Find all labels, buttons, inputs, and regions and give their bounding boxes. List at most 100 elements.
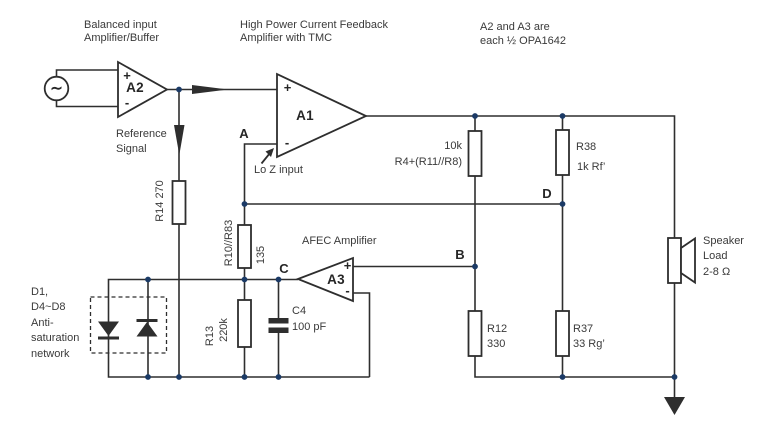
opamp-note-line2: each ½ OPA1642 (480, 34, 567, 47)
junction-dot-a (241, 201, 248, 207)
r12-name: R12 (487, 323, 508, 335)
node-label-c: C (279, 260, 289, 276)
resistor-r13-body (237, 299, 252, 348)
junction-dot (176, 86, 182, 93)
a1-minus-sign: - (284, 134, 290, 150)
junction-dot (559, 374, 566, 380)
a1-plus-sign: + (283, 79, 292, 95)
diode-left-bar (98, 336, 119, 340)
anti-saturation-line2: D4~D8 (31, 301, 66, 314)
resistor-r38-body (555, 129, 570, 176)
anti-saturation-line3: Anti- (31, 316, 54, 329)
r38-value: 1k Rf’ (577, 161, 606, 173)
a1-opamp-triangle (276, 72, 369, 159)
a2-plus-sign: + (123, 67, 131, 83)
anti-saturation-label: D1, D4~D8 Anti- saturation network (31, 285, 79, 362)
wire-source-to-a2 (55, 69, 118, 108)
main-stage-title-line1: High Power Current Feedback (240, 19, 388, 31)
input-stage-title: Balanced input Amplifier/Buffer (84, 19, 159, 44)
r37-value: 33 Rg’ (573, 338, 605, 350)
filled-shapes (98, 85, 685, 415)
a2-minus-sign: - (124, 94, 130, 110)
a3-minus-sign: - (345, 282, 350, 298)
speaker-label-line3: 2-8 Ω (703, 265, 731, 278)
a3-opamp-triangle (295, 256, 354, 303)
ac-source-icon: ∼ (50, 79, 63, 97)
resistor-r14-body (171, 180, 187, 225)
main-stage-title: High Power Current Feedback Amplifier wi… (240, 19, 388, 44)
ground-symbol (664, 397, 685, 415)
junction-dot (671, 374, 678, 380)
a2-opamp-triangle (117, 60, 169, 119)
r4-value: 10k (444, 140, 462, 152)
input-stage-title-line1: Balanced input (84, 19, 157, 31)
speaker-label-line2: Load (703, 250, 728, 263)
c4-plate-top (268, 318, 289, 324)
diode-right-bar (136, 319, 158, 322)
a3-plus-sign: + (343, 257, 352, 273)
lo-z-arrow-line (260, 152, 271, 165)
r38-name: R38 (576, 141, 597, 153)
signal-flow-arrow-down (174, 125, 185, 155)
signal-flow-arrow-right (192, 85, 228, 94)
c4-plate-bottom (268, 327, 289, 333)
lo-z-input-label: Lo Z input (254, 164, 303, 176)
r10r83-name: R10//R83 (222, 219, 235, 267)
diode-left-triangle (98, 321, 119, 336)
junction-dot (145, 374, 151, 380)
r10r83-value: 135 (254, 245, 267, 265)
r13-value: 220k (217, 318, 230, 342)
a3-opamp-label: A3 (327, 271, 345, 287)
opamp-note-line1: A2 and A3 are (480, 21, 550, 33)
ac-source-circle (43, 75, 70, 102)
resistor-r4-body (467, 130, 483, 177)
junction-dot (559, 113, 566, 119)
speaker-label: Speaker Load 2-8 Ω (703, 234, 744, 280)
r37-name: R37 (573, 323, 594, 335)
r13-name: R13 (203, 325, 216, 347)
resistor-r10r83-body (237, 224, 252, 269)
a1-opamp-label: A1 (296, 107, 314, 123)
speaker-coil (667, 237, 682, 284)
node-label-a: A (239, 125, 249, 141)
speaker-label-line1: Speaker (703, 235, 744, 247)
opamp-note: A2 and A3 are each ½ OPA1642 (480, 21, 566, 48)
resistor-r12-body (467, 310, 483, 357)
anti-saturation-dashed-box (89, 296, 168, 354)
reference-signal-label: Reference Signal (116, 127, 167, 158)
r14-label: R14 270 (153, 180, 166, 222)
junction-dot-d (559, 201, 566, 207)
junction-dot (176, 374, 182, 380)
resistor-r37-body (555, 310, 570, 357)
junction-dot-c (241, 276, 248, 283)
r4-name: R4+(R11//R8) (394, 156, 462, 168)
reference-signal-line1: Reference (116, 128, 167, 140)
junction-dots (145, 86, 678, 380)
wire-r13-c4-stubs (243, 279, 280, 377)
node-label-d: D (542, 185, 552, 201)
afec-amplifier-label: AFEC Amplifier (302, 235, 377, 247)
node-label-b: B (455, 246, 465, 262)
lo-z-arrowhead (265, 148, 274, 157)
junction-dot (472, 113, 478, 119)
c4-value: 100 pF (292, 321, 327, 333)
anti-saturation-line1: D1, (31, 286, 49, 298)
diode-right-triangle (136, 322, 158, 337)
junction-dot (145, 276, 151, 283)
speaker-horn (680, 236, 696, 285)
anti-saturation-line5: network (31, 347, 70, 360)
junction-dot (241, 374, 248, 380)
r12-value: 330 (487, 338, 506, 350)
a2-opamp-label: A2 (126, 79, 144, 95)
anti-saturation-line4: saturation (31, 332, 80, 345)
r4-label: 10k R4+(R11//R8) (342, 138, 462, 170)
c4-name: C4 (292, 305, 307, 317)
input-stage-title-line2: Amplifier/Buffer (84, 31, 159, 44)
junction-dot (275, 374, 282, 380)
junction-dot-b (472, 263, 478, 270)
component-outlines (43, 60, 696, 357)
main-stage-title-line2: Amplifier with TMC (240, 31, 333, 44)
wire-a3-minus-feedback (353, 292, 371, 377)
